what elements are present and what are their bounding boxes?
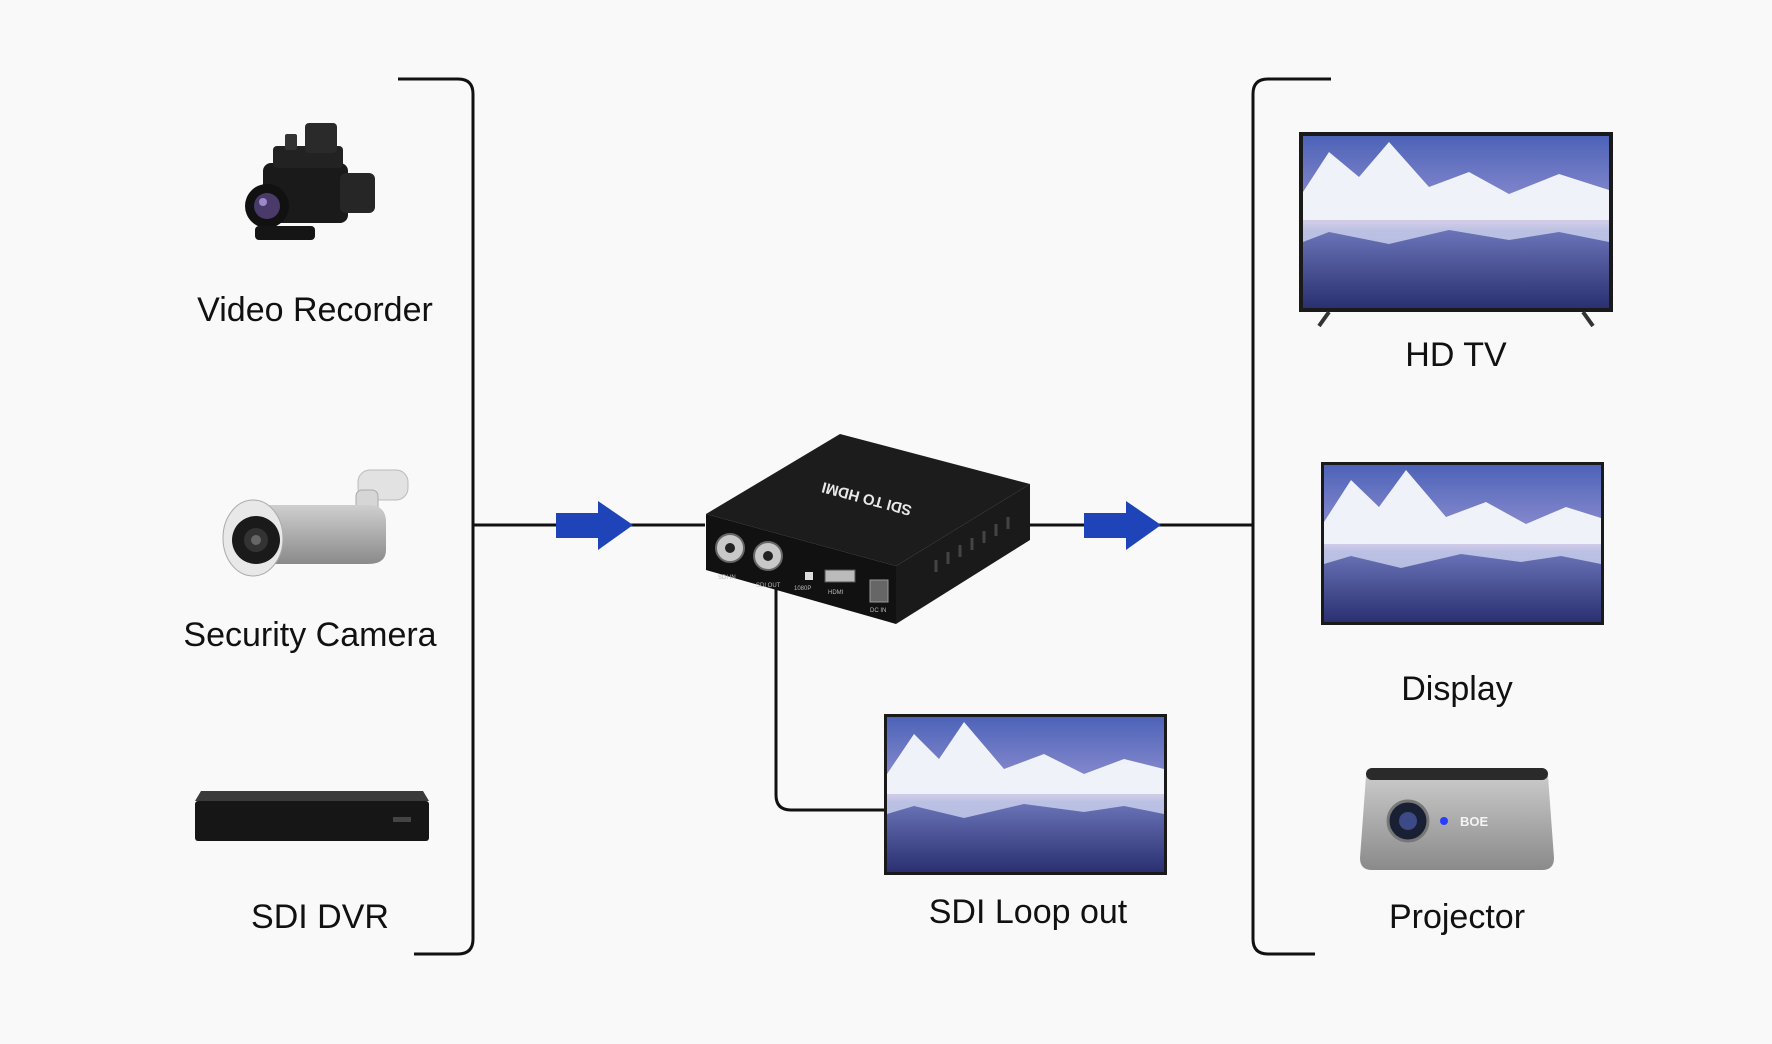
- input-arrow-icon: [556, 501, 633, 550]
- port-label-sdi-out: SDI OUT: [756, 583, 781, 589]
- cctv-camera-icon: [222, 469, 409, 577]
- display-monitor-icon: [1321, 462, 1604, 625]
- port-label-hdmi: HDMI: [828, 590, 844, 596]
- source-label-sdi-dvr: SDI DVR: [251, 898, 389, 936]
- dvr-box-icon: [195, 791, 429, 841]
- output-bracket: [1251, 77, 1331, 956]
- port-label-dc-in: DC IN: [870, 608, 886, 614]
- loop-monitor-icon: [884, 714, 1167, 875]
- port-label-sdi-in: SDI IN: [718, 575, 736, 581]
- output-label-display: Display: [1401, 670, 1513, 708]
- output-label-hd-tv: HD TV: [1405, 336, 1507, 374]
- output-label-projector: Projector: [1388, 898, 1526, 936]
- source-label-video-recorder: Video Recorder: [197, 291, 433, 329]
- sdi-to-hdmi-converter: SDI TO HDMI SDI IN SDI OUT 1080P HDMI DC…: [706, 434, 1030, 624]
- camcorder-icon: [245, 123, 375, 240]
- tv-icon: [1299, 132, 1613, 328]
- loop-label: SDI Loop out: [928, 893, 1128, 931]
- dc-in-port-icon: [869, 579, 889, 603]
- port-label-1080p: 1080P: [794, 586, 811, 592]
- source-bracket: [398, 77, 475, 956]
- hdmi-port-icon: [824, 569, 856, 583]
- projector-brand: BOE: [1460, 814, 1489, 829]
- projector-icon: BOE: [1360, 768, 1554, 870]
- source-label-security-camera: Security Camera: [183, 616, 437, 654]
- loop-link-line: [774, 577, 885, 812]
- output-arrow-icon: [1084, 501, 1161, 550]
